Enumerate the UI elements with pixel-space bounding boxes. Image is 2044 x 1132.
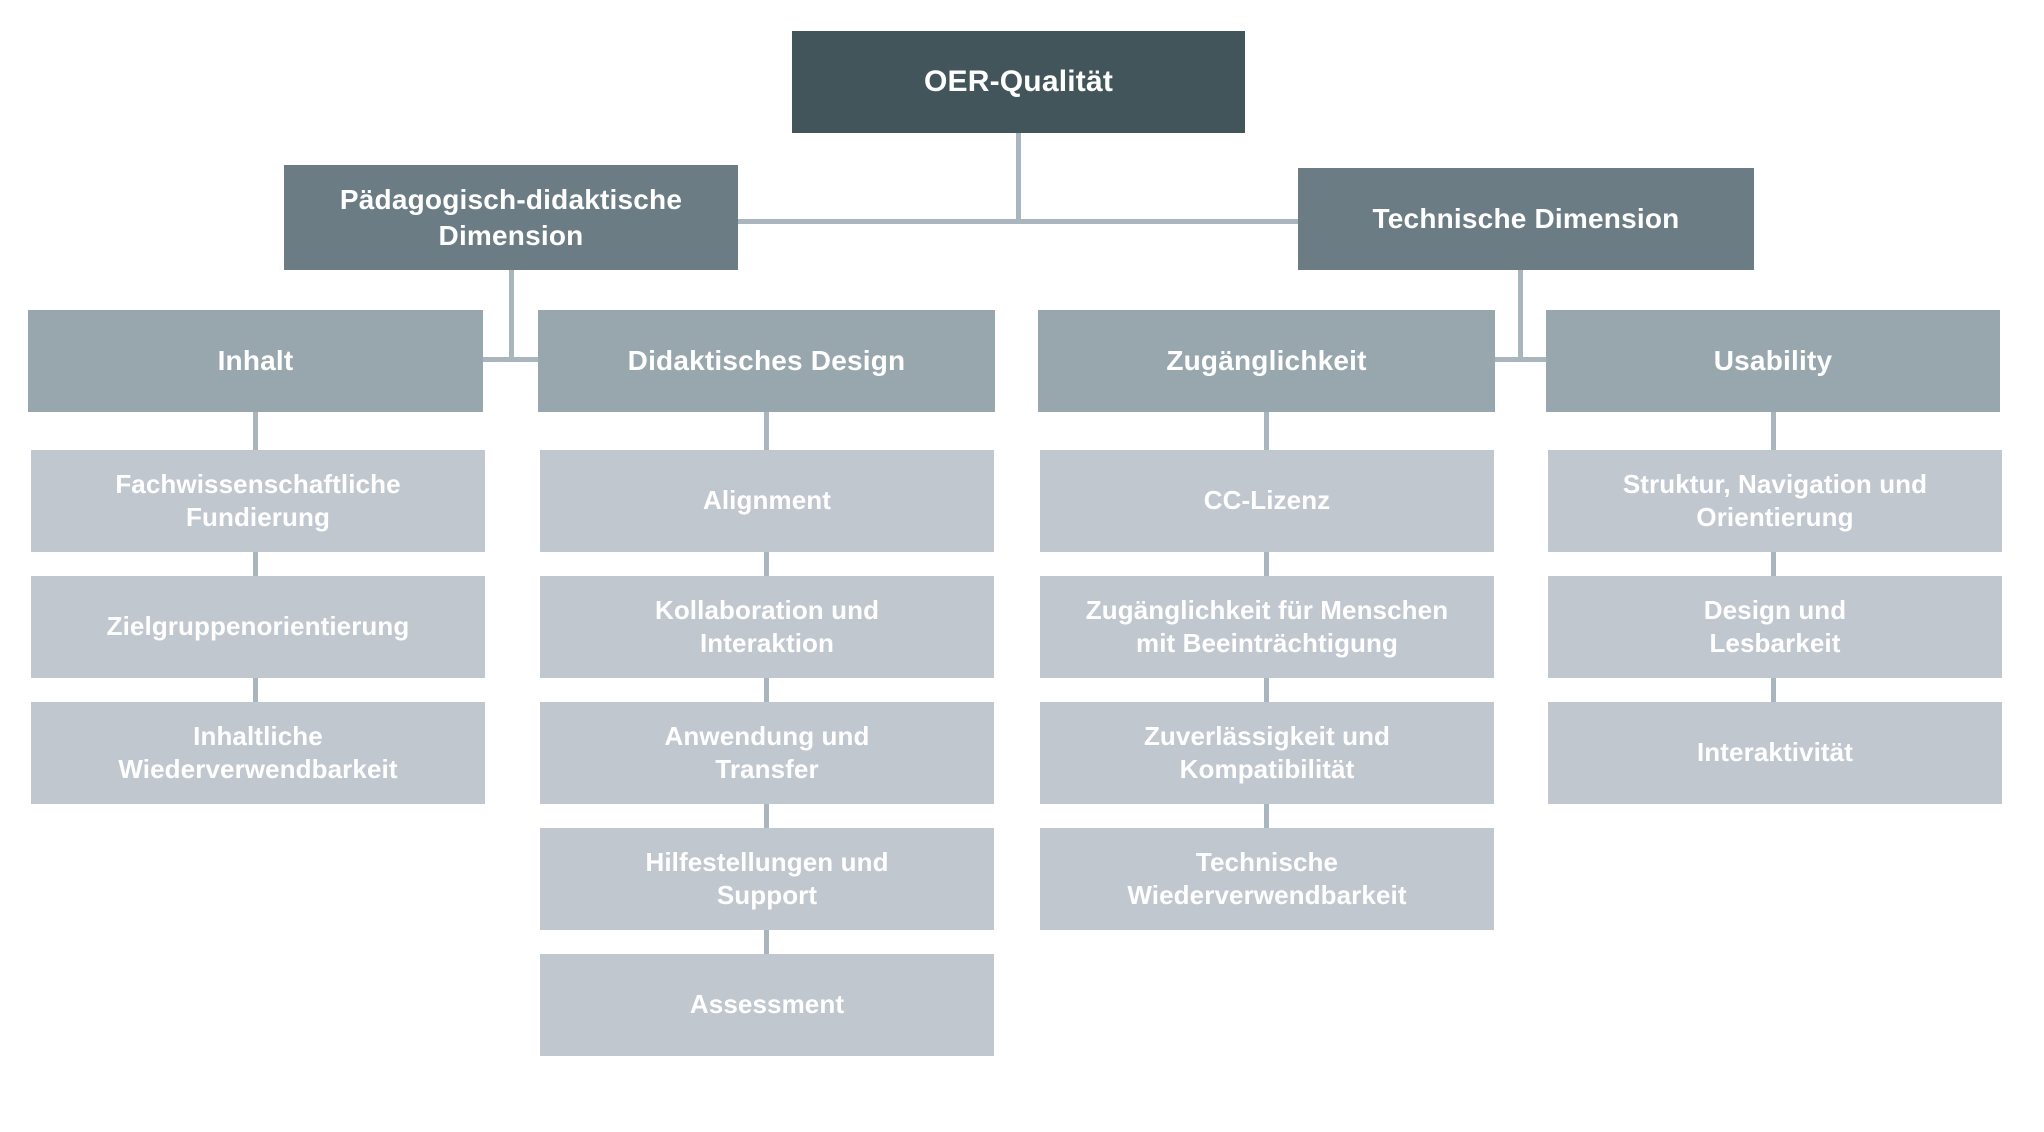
- node-label: Zugänglichkeit: [1166, 345, 1367, 377]
- connector-spine-didaktisches-design: [764, 552, 769, 578]
- node-label: Technische Wiederverwendbarkeit: [1127, 846, 1407, 910]
- node-criterion-usability-3[interactable]: Interaktivität: [1548, 702, 2002, 804]
- connector-dim-right-stem: [1518, 270, 1523, 361]
- node-label: Usability: [1713, 345, 1833, 377]
- node-label: CC-Lizenz: [1203, 485, 1331, 516]
- node-category-didaktisches-design[interactable]: Didaktisches Design: [538, 310, 995, 412]
- connector-spine-usability: [1771, 678, 1776, 704]
- node-label: Technische Dimension: [1372, 203, 1680, 235]
- node-label: Zielgruppenorientierung: [106, 611, 410, 642]
- node-criterion-didaktisches-design-2[interactable]: Kollaboration und Interaktion: [540, 576, 994, 678]
- node-dimension-technische[interactable]: Technische Dimension: [1298, 168, 1754, 270]
- connector-spine-zugaenglichkeit: [1264, 804, 1269, 830]
- node-criterion-zugaenglichkeit-1[interactable]: CC-Lizenz: [1040, 450, 1494, 552]
- connector-spine-didaktisches-design: [764, 804, 769, 830]
- node-label: Didaktisches Design: [627, 345, 906, 377]
- node-criterion-didaktisches-design-3[interactable]: Anwendung und Transfer: [540, 702, 994, 804]
- connector-dim-left-stem: [509, 270, 514, 361]
- node-label: Interaktivität: [1696, 737, 1853, 768]
- connector-root-stem: [1016, 133, 1021, 224]
- connector-spine-inhalt: [253, 552, 258, 578]
- node-category-zugaenglichkeit[interactable]: Zugänglichkeit: [1038, 310, 1495, 412]
- node-label: Inhalt: [217, 345, 294, 377]
- node-label: Design und Lesbarkeit: [1703, 594, 1847, 658]
- node-label: Struktur, Navigation und Orientierung: [1622, 468, 1928, 532]
- node-label: Alignment: [702, 485, 831, 516]
- node-criterion-inhalt-2[interactable]: Zielgruppenorientierung: [31, 576, 485, 678]
- node-label: Pädagogisch-didaktische Dimension: [339, 183, 683, 251]
- node-label: Zugänglichkeit für Menschen mit Beeinträ…: [1085, 594, 1449, 658]
- connector-category-bus-right: [1493, 357, 1549, 362]
- node-criterion-didaktisches-design-4[interactable]: Hilfestellungen und Support: [540, 828, 994, 930]
- node-criterion-inhalt-1[interactable]: Fachwissenschaftliche Fundierung: [31, 450, 485, 552]
- node-criterion-zugaenglichkeit-4[interactable]: Technische Wiederverwendbarkeit: [1040, 828, 1494, 930]
- connector-spine-zugaenglichkeit: [1264, 678, 1269, 704]
- node-label: Fachwissenschaftliche Fundierung: [115, 468, 401, 532]
- node-criterion-zugaenglichkeit-3[interactable]: Zuverlässigkeit und Kompatibilität: [1040, 702, 1494, 804]
- node-label: Hilfestellungen und Support: [645, 846, 889, 910]
- node-criterion-didaktisches-design-5[interactable]: Assessment: [540, 954, 994, 1056]
- connector-dimension-bus: [738, 219, 1300, 224]
- connector-spine-didaktisches-design: [764, 412, 769, 450]
- connector-spine-usability: [1771, 552, 1776, 578]
- node-dimension-paedagogisch-didaktische[interactable]: Pädagogisch-didaktische Dimension: [284, 165, 738, 270]
- node-category-usability[interactable]: Usability: [1546, 310, 2000, 412]
- node-label: Inhaltliche Wiederverwendbarkeit: [118, 720, 398, 784]
- connector-spine-didaktisches-design: [764, 930, 769, 956]
- node-label: Zuverlässigkeit und Kompatibilität: [1143, 720, 1391, 784]
- connector-spine-zugaenglichkeit: [1264, 412, 1269, 450]
- connector-spine-inhalt: [253, 678, 258, 704]
- node-label: Anwendung und Transfer: [664, 720, 870, 784]
- node-criterion-inhalt-3[interactable]: Inhaltliche Wiederverwendbarkeit: [31, 702, 485, 804]
- node-label: Assessment: [689, 989, 845, 1020]
- node-category-inhalt[interactable]: Inhalt: [28, 310, 483, 412]
- node-root-oer-qualitaet[interactable]: OER-Qualität: [792, 31, 1245, 133]
- connector-spine-usability: [1771, 412, 1776, 450]
- connector-spine-zugaenglichkeit: [1264, 552, 1269, 578]
- node-label: OER-Qualität: [923, 64, 1114, 98]
- node-criterion-zugaenglichkeit-2[interactable]: Zugänglichkeit für Menschen mit Beeinträ…: [1040, 576, 1494, 678]
- node-criterion-usability-1[interactable]: Struktur, Navigation und Orientierung: [1548, 450, 2002, 552]
- node-criterion-didaktisches-design-1[interactable]: Alignment: [540, 450, 994, 552]
- connector-category-bus-left: [483, 357, 541, 362]
- connector-spine-didaktisches-design: [764, 678, 769, 704]
- node-criterion-usability-2[interactable]: Design und Lesbarkeit: [1548, 576, 2002, 678]
- node-label: Kollaboration und Interaktion: [654, 594, 880, 658]
